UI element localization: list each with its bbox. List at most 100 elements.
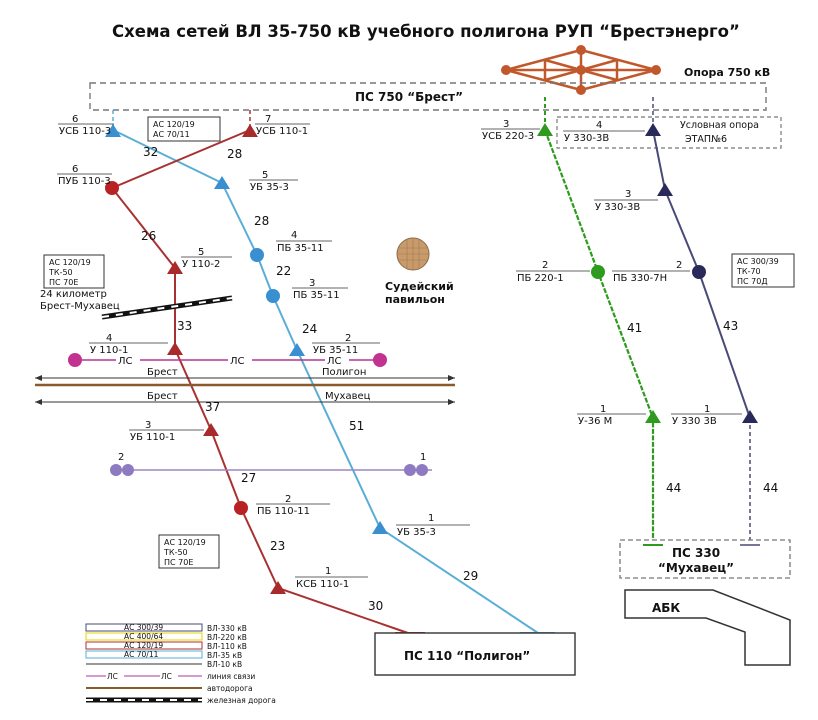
wire-box-left-low: АС 120/19 ТК-50 ПС 70Е bbox=[158, 534, 220, 569]
svg-text:ПС 70Е: ПС 70Е bbox=[49, 278, 78, 287]
svg-text:ТК-50: ТК-50 bbox=[48, 268, 73, 277]
support-num: 2 bbox=[345, 333, 351, 344]
span-label: 26 bbox=[141, 229, 156, 243]
railway bbox=[101, 295, 233, 320]
span-label: 28 bbox=[227, 147, 242, 161]
support-marker bbox=[645, 410, 661, 423]
svg-text:ВЛ-10 кВ: ВЛ-10 кВ bbox=[207, 660, 242, 669]
road-label-brest-1: Брест bbox=[147, 367, 178, 378]
span-label: 51 bbox=[349, 419, 364, 433]
support-marker bbox=[537, 123, 553, 136]
svg-text:ПС 70Д: ПС 70Д bbox=[737, 277, 768, 286]
support-name: ПУБ 110-3 bbox=[58, 176, 111, 187]
svg-text:ТК-50: ТК-50 bbox=[163, 548, 188, 557]
support-name: УСБ 110-3 bbox=[59, 126, 111, 137]
span-label: 27 bbox=[241, 471, 256, 485]
support-num: 1 bbox=[428, 513, 434, 524]
support-num: 4 bbox=[291, 230, 297, 241]
support-name: ПБ 35-11 bbox=[277, 243, 324, 254]
conditional-support-line1: Условная опора bbox=[680, 120, 759, 131]
span-label: 30 bbox=[368, 599, 383, 613]
svg-text:АС 300/39: АС 300/39 bbox=[124, 623, 163, 632]
support-name: КСБ 110-1 bbox=[296, 579, 349, 590]
support-name: ПБ 35-11 bbox=[293, 290, 340, 301]
svg-text:АС 120/19: АС 120/19 bbox=[153, 120, 195, 129]
road-label-poligon: Полигон bbox=[322, 367, 366, 378]
svg-text:ЛС: ЛС bbox=[107, 672, 118, 681]
support-name: У-36 М bbox=[578, 416, 612, 427]
support-marker bbox=[234, 501, 248, 515]
svg-text:АС 300/39: АС 300/39 bbox=[737, 257, 779, 266]
span-label: 24 bbox=[302, 322, 317, 336]
tower-750-label: Опора 750 кВ bbox=[684, 66, 770, 79]
railway-km-line1: 24 километр bbox=[40, 289, 107, 300]
span-label: 32 bbox=[143, 145, 158, 159]
support-marker bbox=[242, 124, 258, 137]
support-num: 2 bbox=[676, 260, 682, 271]
svg-text:ВЛ-110 кВ: ВЛ-110 кВ bbox=[207, 642, 247, 651]
wire-box-top: АС 120/19 АС 70/11 bbox=[147, 116, 221, 142]
road-upper bbox=[35, 375, 455, 387]
svg-text:железная дорога: железная дорога bbox=[207, 696, 276, 705]
support-num: 1 bbox=[325, 566, 331, 577]
substation-mukhavets-label-1: ПС 330 bbox=[672, 546, 720, 560]
substation-brest-label: ПС 750 “Брест” bbox=[355, 90, 463, 104]
svg-text:АС 70/11: АС 70/11 bbox=[124, 650, 159, 659]
support-marker bbox=[214, 176, 230, 189]
svg-text:ВЛ-330 кВ: ВЛ-330 кВ bbox=[207, 624, 247, 633]
support-name: УБ 35-11 bbox=[313, 345, 358, 356]
support-num: 2 bbox=[542, 260, 548, 271]
railway-km-line2: Брест-Мухавец bbox=[40, 301, 120, 312]
support-marker bbox=[742, 410, 758, 423]
support-num: 6 bbox=[72, 164, 78, 175]
comm-line-label-3: ЛС bbox=[327, 356, 342, 367]
support-name: УБ 35-3 bbox=[397, 527, 436, 538]
support-name: У 330-3В bbox=[564, 133, 609, 144]
svg-text:линия связи: линия связи bbox=[207, 672, 255, 681]
span-label: 44 bbox=[763, 481, 778, 495]
support-marker bbox=[250, 248, 264, 262]
support-marker bbox=[289, 343, 305, 356]
span-label: 33 bbox=[177, 319, 192, 333]
svg-text:АС 120/19: АС 120/19 bbox=[49, 258, 91, 267]
substation-mukhavets-box bbox=[619, 539, 791, 579]
road-label-mukhavets: Мухавец bbox=[325, 391, 371, 402]
svg-text:АС 70/11: АС 70/11 bbox=[153, 130, 190, 139]
substation-mukhavets-label-2: “Мухавец” bbox=[658, 561, 734, 575]
conditional-support-line2: ЭТАП№6 bbox=[685, 134, 727, 145]
abk-building bbox=[624, 589, 791, 666]
support-marker bbox=[645, 123, 661, 136]
substation-poligon-box bbox=[374, 632, 576, 676]
line-110kv bbox=[110, 129, 409, 634]
comm-line-label-2: ЛС bbox=[230, 356, 245, 367]
road-lower bbox=[35, 399, 455, 405]
span-label: 37 bbox=[205, 400, 220, 414]
support-num: 4 bbox=[596, 120, 602, 131]
legend: АС 300/39 ВЛ-330 кВ АС 400/64 ВЛ-220 кВ … bbox=[85, 623, 276, 705]
span-label: 44 bbox=[666, 481, 681, 495]
abk-label: АБК bbox=[652, 601, 680, 615]
support-num: 2 bbox=[285, 494, 291, 505]
svg-text:ТК-70: ТК-70 bbox=[736, 267, 761, 276]
comm-num-1: 1 bbox=[420, 452, 426, 463]
support-marker bbox=[270, 581, 286, 594]
line-220kv bbox=[543, 129, 655, 545]
span-label: 29 bbox=[463, 569, 478, 583]
svg-text:ВЛ-35 кВ: ВЛ-35 кВ bbox=[207, 651, 242, 660]
support-name: У 110-1 bbox=[90, 345, 128, 356]
support-num: 5 bbox=[262, 170, 268, 181]
support-num: 3 bbox=[309, 278, 315, 289]
support-num: 3 bbox=[145, 420, 151, 431]
support-num: 3 bbox=[625, 189, 631, 200]
support-marker bbox=[167, 342, 183, 355]
support-num: 5 bbox=[198, 247, 204, 258]
span-label: 41 bbox=[627, 321, 642, 335]
span-label: 28 bbox=[254, 214, 269, 228]
comm-num-2: 2 bbox=[118, 452, 124, 463]
diagram-title: Схема сетей ВЛ 35-750 кВ учебного полиго… bbox=[112, 22, 740, 41]
support-marker bbox=[692, 265, 706, 279]
span-label: 22 bbox=[276, 264, 291, 278]
wire-box-right: АС 300/39 ТК-70 ПС 70Д bbox=[731, 253, 795, 288]
support-num: 1 bbox=[600, 404, 606, 415]
support-marker bbox=[203, 423, 219, 436]
